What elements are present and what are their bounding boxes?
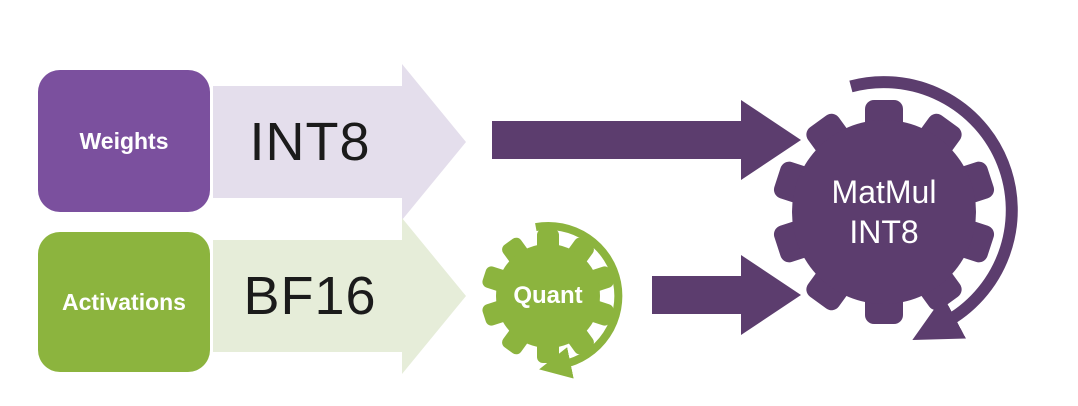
- int8-to-matmul-arrow: [492, 100, 801, 180]
- quant-gear: [482, 229, 614, 363]
- weights-label: Weights: [79, 127, 169, 154]
- weights-box: Weights: [38, 70, 210, 212]
- matmul-gear: [773, 100, 995, 324]
- matmul-loop-arrow-icon: [849, 76, 1018, 341]
- quant-to-matmul-arrow: [652, 255, 801, 335]
- activations-box: Activations: [38, 232, 210, 372]
- activations-bf16-arrow: [213, 218, 466, 374]
- quant-loop-arrow-icon: [535, 221, 623, 379]
- weights-int8-arrow: [213, 64, 466, 220]
- activations-label: Activations: [62, 288, 186, 315]
